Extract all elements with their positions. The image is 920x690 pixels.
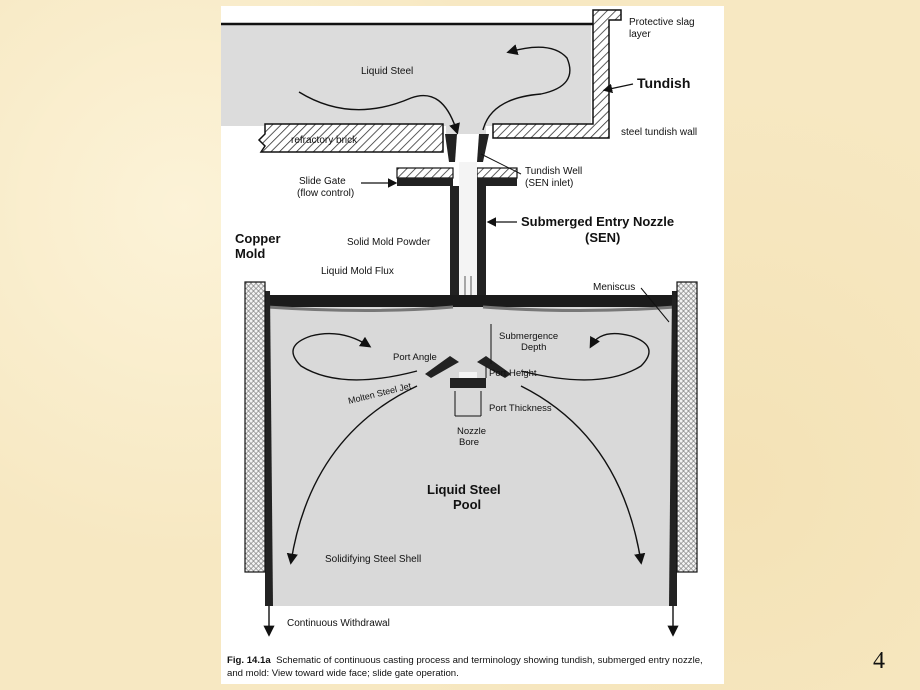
figure-number: Fig. 14.1a <box>227 655 271 666</box>
sen-bottom <box>450 378 486 388</box>
label-liquid-steel: Liquid Steel <box>361 66 413 77</box>
casting-diagram: Protective slag layer Tundish Liquid Ste… <box>221 9 698 637</box>
slide-gate-right-lower <box>477 178 517 186</box>
caption-text: Schematic of continuous casting process … <box>227 655 703 679</box>
label-port-thickness: Port Thickness <box>489 403 552 414</box>
label-pool-2: Pool <box>453 497 481 512</box>
left-steel-shell <box>265 291 273 606</box>
tundish-well-right <box>477 134 489 162</box>
label-shell: Solidifying Steel Shell <box>325 554 421 565</box>
tundish-steel-wall <box>492 9 622 139</box>
label-submergence: Submergence <box>499 331 558 342</box>
label-mold-powder: Solid Mold Powder <box>347 237 431 248</box>
label-nozzle: Nozzle <box>457 426 486 437</box>
label-pool-1: Liquid Steel <box>427 482 501 497</box>
lower-flow-left <box>286 385 418 565</box>
liquid-mold-flux <box>266 305 676 312</box>
tundish-liquid-steel <box>221 24 591 134</box>
tundish-well <box>445 134 457 162</box>
label-port-angle: Port Angle <box>393 352 437 363</box>
tundish-leader <box>602 83 634 94</box>
label-mold: Mold <box>235 246 265 261</box>
lower-flow-right <box>520 385 646 565</box>
label-port-height: Port Height <box>489 368 537 379</box>
refractory-brick <box>257 123 444 153</box>
label-tundish-wall: steel tundish wall <box>621 127 697 138</box>
label-withdrawal: Continuous Withdrawal <box>287 618 390 629</box>
right-steel-shell <box>669 291 677 606</box>
slide-gate-left <box>396 167 454 179</box>
label-mold-flux: Liquid Mold Flux <box>321 266 394 277</box>
upper-recirc-left <box>292 332 418 381</box>
tundish-flow-left <box>298 91 460 135</box>
label-bore: Bore <box>459 437 479 448</box>
left-copper-mold <box>244 281 266 573</box>
slide-gate-left-lower <box>397 178 453 186</box>
label-slide-gate: Slide Gate <box>299 176 346 187</box>
figure-caption: Fig. 14.1a Schematic of continuous casti… <box>227 654 719 680</box>
meniscus-leader <box>640 287 670 323</box>
sen-port-left <box>425 356 459 378</box>
label-tundish: Tundish <box>637 75 690 91</box>
label-meniscus: Meniscus <box>593 282 635 293</box>
sen-bottom-cap <box>459 372 477 378</box>
mold-liquid-pool <box>267 306 675 606</box>
label-sen-1: Submerged Entry Nozzle <box>521 214 674 229</box>
right-copper-mold <box>676 281 698 573</box>
upper-recirc-right <box>520 332 650 381</box>
sen-left-wall <box>450 186 459 366</box>
label-sen-2: (SEN) <box>585 230 620 245</box>
sen-right-wall <box>477 186 486 366</box>
slide-page-number: 4 <box>873 648 885 674</box>
mold-powder-layer <box>267 295 675 307</box>
label-flow-control: (flow control) <box>297 188 354 199</box>
tundish-flow-right <box>482 44 571 131</box>
label-copper: Copper <box>235 231 281 246</box>
tundish-well-leader <box>480 153 522 175</box>
label-slag-2: layer <box>629 29 651 40</box>
label-sen-inlet: (SEN inlet) <box>525 178 573 189</box>
label-tundish-well: Tundish Well <box>525 166 582 177</box>
label-slag: Protective slag <box>629 17 695 28</box>
sen-port-right <box>477 356 511 378</box>
label-depth: Depth <box>521 342 546 353</box>
label-refractory: refractory brick <box>291 135 358 146</box>
casting-schematic-figure: Protective slag layer Tundish Liquid Ste… <box>221 6 724 684</box>
